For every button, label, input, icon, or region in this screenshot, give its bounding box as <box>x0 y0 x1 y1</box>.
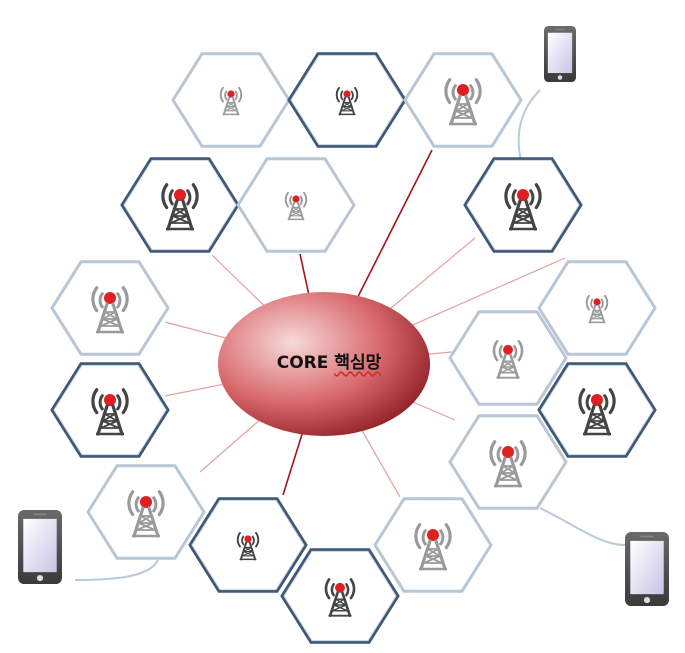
hexagon-cell <box>373 497 493 593</box>
cell-c9[interactable] <box>448 310 568 406</box>
core-label-text: CORE <box>276 353 329 373</box>
antenna-tower-icon <box>489 440 527 488</box>
hexagon-cell <box>463 157 583 253</box>
antenna-tower-icon <box>127 490 165 538</box>
cell-c11[interactable] <box>537 362 657 458</box>
cell-c5[interactable] <box>236 157 356 253</box>
cell-c12[interactable] <box>86 464 206 560</box>
cell-c13[interactable] <box>448 414 568 510</box>
antenna-tower-icon <box>585 294 609 324</box>
cell-c16[interactable] <box>280 548 400 644</box>
cell-c15[interactable] <box>373 497 493 593</box>
core-label-suffix: 핵심망 <box>334 353 382 373</box>
antenna-tower-icon <box>578 388 616 436</box>
hexagon-cell <box>236 157 356 253</box>
phone-link-3 <box>539 507 626 546</box>
hexagon-cell <box>448 310 568 406</box>
phones <box>18 26 669 606</box>
antenna-tower-icon <box>504 183 542 231</box>
hexagon-cell <box>403 52 523 148</box>
hexagon-cell <box>50 260 170 356</box>
hexagon-cell <box>188 497 308 593</box>
cell-c1[interactable] <box>171 52 291 148</box>
hexagon-cell <box>171 52 291 148</box>
hexagon-cell <box>537 260 657 356</box>
antenna-tower-icon <box>414 523 452 571</box>
cell-c8[interactable] <box>537 260 657 356</box>
phone-link-1 <box>517 89 541 161</box>
hexagon-cell <box>50 362 170 458</box>
cell-c14[interactable] <box>188 497 308 593</box>
hexagon-cell <box>120 157 240 253</box>
cell-grid <box>50 52 657 644</box>
antenna-tower-icon <box>335 86 359 116</box>
antenna-tower-icon <box>91 286 129 334</box>
hexagon-cell <box>280 548 400 644</box>
hexagon-cell <box>287 52 407 148</box>
phone-bottom-right-icon <box>625 532 669 606</box>
cell-c10[interactable] <box>50 362 170 458</box>
phone-link-2 <box>74 559 159 581</box>
cell-c6[interactable] <box>463 157 583 253</box>
phone-top-right-icon <box>544 26 576 82</box>
cell-c3[interactable] <box>403 52 523 148</box>
antenna-tower-icon <box>219 86 243 116</box>
antenna-tower-icon <box>284 191 308 221</box>
phone-links <box>74 89 626 581</box>
antenna-tower-icon <box>444 78 482 126</box>
core-label: CORE 핵심망 <box>224 348 434 373</box>
hexagon-cell <box>448 414 568 510</box>
antenna-tower-icon <box>236 531 260 561</box>
cell-c2[interactable] <box>287 52 407 148</box>
phone-bottom-left-icon <box>18 510 62 584</box>
cell-c7[interactable] <box>50 260 170 356</box>
antenna-tower-icon <box>91 388 129 436</box>
hexagon-cell <box>537 362 657 458</box>
hexagon-cell <box>86 464 206 560</box>
antenna-tower-icon <box>324 578 356 617</box>
antenna-tower-icon <box>161 183 199 231</box>
core-network-node[interactable] <box>218 292 430 436</box>
cell-c4[interactable] <box>120 157 240 253</box>
antenna-tower-icon <box>492 340 524 379</box>
